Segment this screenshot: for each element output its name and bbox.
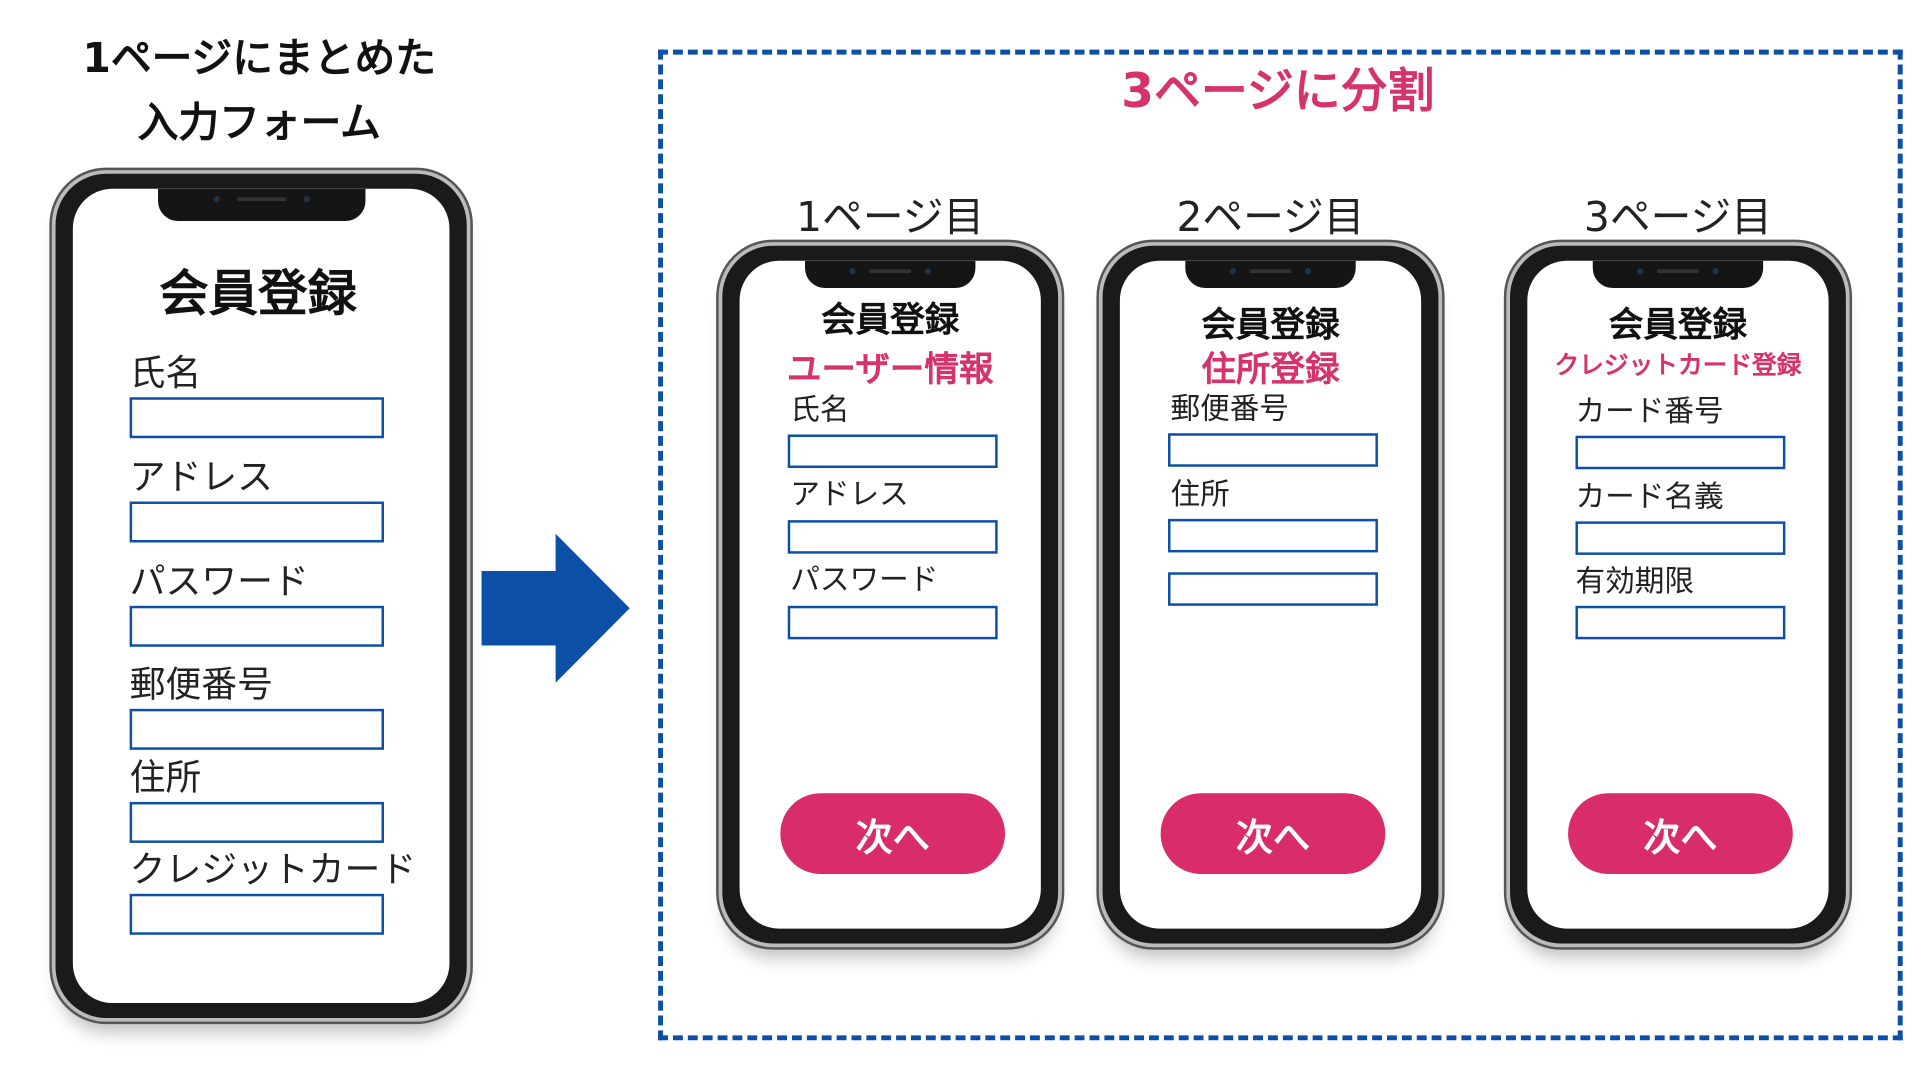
phone-notch	[1185, 260, 1356, 289]
form-title: 会員登録	[159, 265, 357, 323]
page-label: 3ページ目	[1583, 192, 1773, 241]
field-label: パスワード	[790, 562, 939, 598]
left-title-line1: 1ページにまとめた	[82, 33, 437, 82]
text-input[interactable]	[129, 397, 384, 439]
text-input[interactable]	[1575, 605, 1786, 640]
text-input[interactable]	[129, 605, 384, 647]
single-page-phone: 会員登録 氏名アドレスパスワード郵便番号住所クレジットカード	[51, 170, 471, 1022]
split-title: 3ページに分割	[1121, 63, 1435, 118]
phone-notch	[1592, 260, 1764, 289]
split-pages-frame	[658, 49, 1903, 1041]
text-input[interactable]	[129, 501, 384, 543]
text-input[interactable]	[1168, 572, 1378, 606]
form-subtitle: ユーザー情報	[786, 348, 994, 390]
field-label: 郵便番号	[1170, 391, 1290, 426]
phone-screen: 会員登録 氏名アドレスパスワード郵便番号住所クレジットカード	[72, 188, 450, 1004]
field-label: 有効期限	[1575, 563, 1695, 599]
text-input[interactable]	[1575, 521, 1786, 555]
field-label: 住所	[129, 756, 202, 799]
phone-screen: 会員登録 ユーザー情報氏名アドレスパスワード次へ	[739, 260, 1041, 929]
text-input[interactable]	[1168, 433, 1378, 467]
phone-notch	[157, 188, 365, 221]
text-input[interactable]	[129, 801, 384, 843]
page-phone-2: 会員登録 住所登録郵便番号住所次へ	[1098, 242, 1443, 948]
page-phone-3: 会員登録 クレジットカード登録カード番号カード名義有効期限次へ	[1506, 242, 1850, 948]
text-input[interactable]	[787, 605, 998, 640]
field-label: 住所	[1170, 476, 1230, 512]
form-title: 会員登録	[1608, 304, 1748, 346]
left-title-line2: 入力フォーム	[137, 98, 381, 147]
next-button[interactable]: 次へ	[1160, 793, 1386, 874]
phone-notch	[805, 260, 976, 289]
field-label: アドレス	[790, 476, 909, 512]
field-label: 郵便番号	[129, 662, 273, 706]
text-input[interactable]	[787, 520, 998, 554]
form-title: 会員登録	[821, 299, 960, 341]
field-label: カード名義	[1575, 479, 1724, 514]
field-label: アドレス	[129, 455, 273, 498]
form-subtitle: クレジットカード登録	[1554, 350, 1802, 380]
text-input[interactable]	[787, 434, 998, 469]
next-button[interactable]: 次へ	[780, 793, 1006, 874]
text-input[interactable]	[129, 708, 384, 750]
arrow-right-icon	[481, 533, 630, 683]
text-input[interactable]	[1575, 435, 1786, 470]
phone-screen: 会員登録 住所登録郵便番号住所次へ	[1119, 260, 1422, 929]
text-input[interactable]	[129, 893, 384, 935]
form-subtitle: 住所登録	[1201, 348, 1340, 390]
next-button[interactable]: 次へ	[1568, 793, 1793, 874]
field-label: 氏名	[790, 392, 850, 428]
field-label: カード番号	[1575, 393, 1724, 429]
page-label: 1ページ目	[796, 192, 985, 241]
page-phone-1: 会員登録 ユーザー情報氏名アドレスパスワード次へ	[718, 242, 1062, 948]
field-label: パスワード	[129, 559, 309, 603]
text-input[interactable]	[1168, 518, 1378, 553]
form-title: 会員登録	[1201, 304, 1340, 346]
field-label: 氏名	[129, 351, 202, 394]
page-label: 2ページ目	[1176, 192, 1365, 241]
field-label: クレジットカード	[129, 847, 417, 891]
phone-screen: 会員登録 クレジットカード登録カード番号カード名義有効期限次へ	[1527, 260, 1829, 929]
